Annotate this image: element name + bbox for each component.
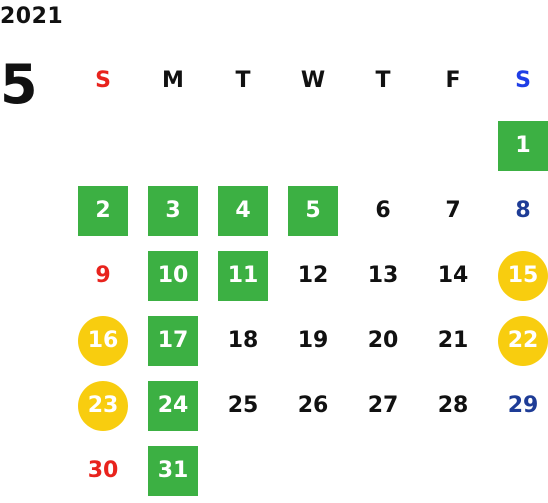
day-cell[interactable]: 27 xyxy=(348,373,418,438)
day-cell[interactable]: 12 xyxy=(278,243,348,308)
day-number: 24 xyxy=(148,380,198,431)
day-number: 16 xyxy=(78,315,128,366)
day-cell[interactable]: 25 xyxy=(208,373,278,438)
day-number: 25 xyxy=(227,393,259,418)
day-number: 28 xyxy=(437,393,469,418)
day-cell[interactable]: 17 xyxy=(138,308,208,373)
day-number: 29 xyxy=(507,393,539,418)
day-number: 10 xyxy=(148,250,198,301)
day-number: 7 xyxy=(445,198,461,223)
day-cell[interactable]: 9 xyxy=(68,243,138,308)
weekday-header: F xyxy=(445,68,461,93)
day-cell[interactable]: 6 xyxy=(348,178,418,243)
day-cell[interactable]: 28 xyxy=(418,373,488,438)
year-label: 2021 xyxy=(0,4,64,29)
day-cell[interactable]: 20 xyxy=(348,308,418,373)
day-cell[interactable]: 16 xyxy=(68,308,138,373)
day-number: 5 xyxy=(288,185,338,236)
day-cell[interactable]: 4 xyxy=(208,178,278,243)
day-cell[interactable]: 15 xyxy=(488,243,548,308)
day-number: 11 xyxy=(218,250,268,301)
day-cell[interactable]: 8 xyxy=(488,178,548,243)
day-cell[interactable]: 30 xyxy=(68,438,138,503)
day-cell[interactable]: 24 xyxy=(138,373,208,438)
weekday-header: M xyxy=(162,68,184,93)
day-number: 13 xyxy=(367,263,399,288)
weekday-header: S xyxy=(95,68,111,93)
day-number: 18 xyxy=(227,328,259,353)
day-number: 27 xyxy=(367,393,399,418)
day-number: 17 xyxy=(148,315,198,366)
day-cell[interactable]: 13 xyxy=(348,243,418,308)
empty-day-cell xyxy=(278,113,348,178)
weekday-header: T xyxy=(375,68,391,93)
day-number: 15 xyxy=(498,250,548,301)
day-number: 14 xyxy=(437,263,469,288)
empty-day-cell xyxy=(68,113,138,178)
day-cell[interactable]: 11 xyxy=(208,243,278,308)
day-cell[interactable]: 22 xyxy=(488,308,548,373)
day-number: 12 xyxy=(297,263,329,288)
day-number: 20 xyxy=(367,328,399,353)
day-number: 30 xyxy=(87,458,119,483)
day-number: 3 xyxy=(148,185,198,236)
day-cell[interactable]: 3 xyxy=(138,178,208,243)
day-cell[interactable]: 1 xyxy=(488,113,548,178)
day-cell[interactable]: 23 xyxy=(68,373,138,438)
empty-day-cell xyxy=(418,113,488,178)
day-number: 26 xyxy=(297,393,329,418)
day-number: 4 xyxy=(218,185,268,236)
month-label: 5 xyxy=(0,53,38,116)
weekday-header: S xyxy=(515,68,531,93)
empty-day-cell xyxy=(348,113,418,178)
day-cell[interactable]: 7 xyxy=(418,178,488,243)
day-cell[interactable]: 21 xyxy=(418,308,488,373)
empty-day-cell xyxy=(208,113,278,178)
day-cell[interactable]: 10 xyxy=(138,243,208,308)
empty-day-cell xyxy=(138,113,208,178)
day-number: 19 xyxy=(297,328,329,353)
day-cell[interactable]: 18 xyxy=(208,308,278,373)
day-number: 22 xyxy=(498,315,548,366)
day-cell[interactable]: 19 xyxy=(278,308,348,373)
day-cell[interactable]: 14 xyxy=(418,243,488,308)
day-number: 23 xyxy=(78,380,128,431)
day-number: 2 xyxy=(78,185,128,236)
day-cell[interactable]: 29 xyxy=(488,373,548,438)
weekday-header: W xyxy=(300,68,326,93)
day-number: 6 xyxy=(375,198,391,223)
day-number: 31 xyxy=(148,445,198,496)
day-cell[interactable]: 26 xyxy=(278,373,348,438)
day-cell[interactable]: 2 xyxy=(68,178,138,243)
day-number: 1 xyxy=(498,120,548,171)
weekday-header: T xyxy=(235,68,251,93)
day-cell[interactable]: 5 xyxy=(278,178,348,243)
day-number: 8 xyxy=(515,198,531,223)
day-cell[interactable]: 31 xyxy=(138,438,208,503)
day-number: 21 xyxy=(437,328,469,353)
day-number: 9 xyxy=(95,263,111,288)
